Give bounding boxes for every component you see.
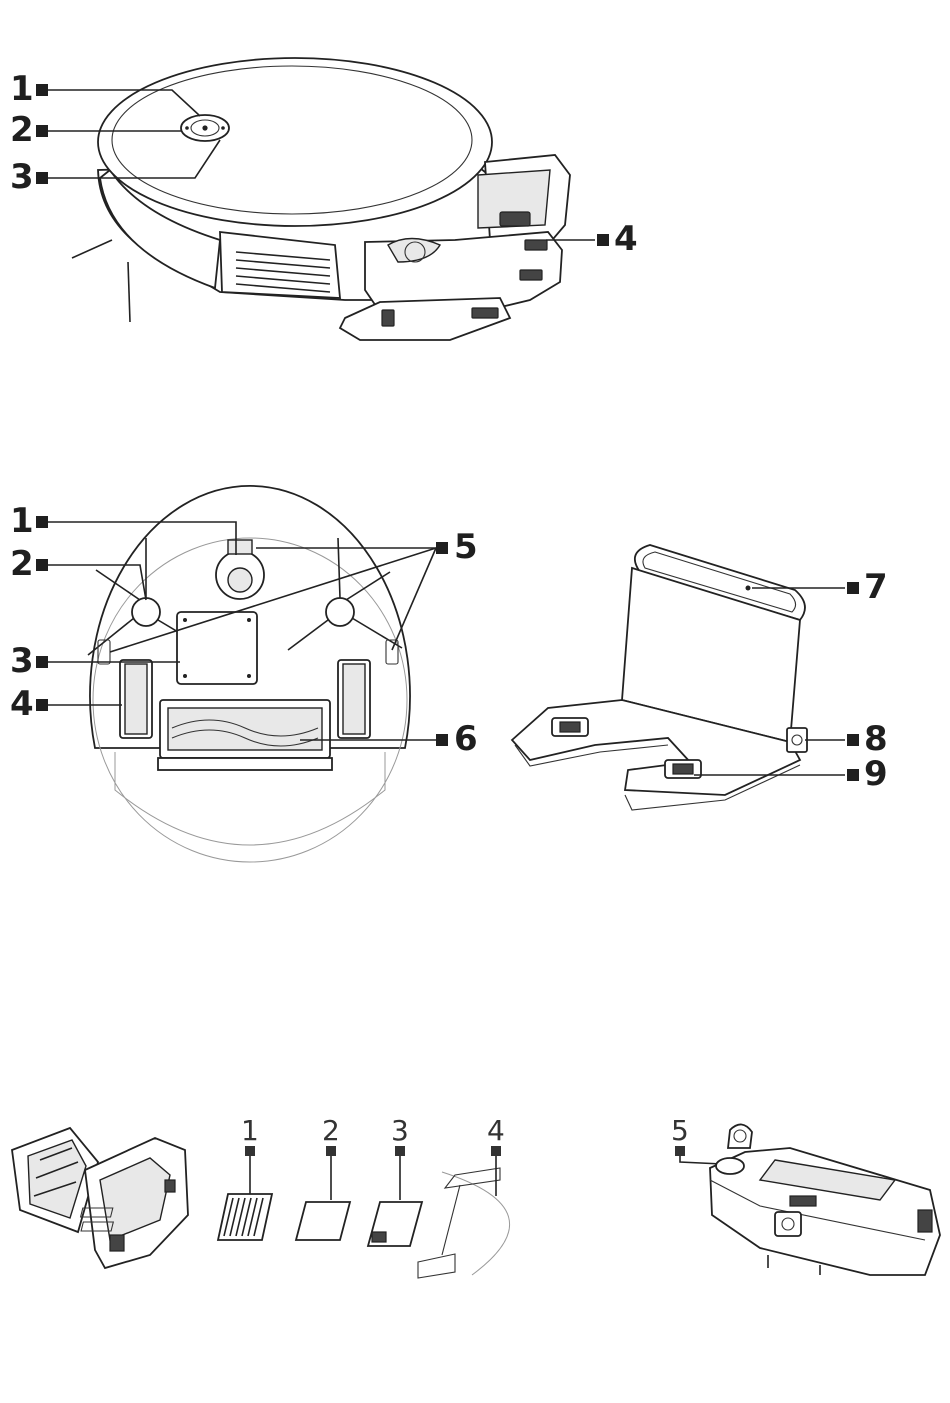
callout-1: 1 [241, 1114, 259, 1156]
callout-6: 6 [436, 719, 478, 759]
callout-3: 3 [391, 1114, 409, 1156]
callout-number: 5 [454, 527, 478, 567]
callout-number: 4 [614, 219, 638, 259]
callout-number: 9 [864, 754, 888, 794]
callout-number: 3 [391, 1114, 409, 1147]
callout-marker [36, 172, 48, 184]
callout-2: 2 [10, 544, 48, 584]
drive-wheel-right [338, 660, 370, 738]
dustbin-water-tank [710, 1124, 940, 1275]
callout-number: 4 [487, 1114, 505, 1147]
callout-7: 7 [847, 567, 888, 607]
callout-number: 1 [241, 1114, 259, 1147]
callout-marker [326, 1146, 336, 1156]
callout-marker [675, 1146, 685, 1156]
callout-number: 5 [671, 1114, 689, 1147]
callout-4: 4 [597, 219, 638, 259]
callout-4: 4 [10, 684, 48, 724]
charging-dock: 7 8 9 [512, 545, 888, 810]
callout-number: 1 [10, 501, 34, 541]
callout-marker [245, 1146, 255, 1156]
callout-marker [436, 734, 448, 746]
robot-top-view: 1 2 3 4 [10, 58, 638, 340]
callout-8: 8 [847, 719, 888, 759]
callout-number: 3 [10, 157, 34, 197]
callout-marker [36, 656, 48, 668]
callout-marker [847, 734, 859, 746]
open-dustbin [12, 1128, 188, 1268]
callout-9: 9 [847, 754, 888, 794]
dustbin-parts: 1 2 3 4 5 [12, 1114, 940, 1278]
callout-number: 1 [10, 69, 34, 109]
callout-marker [395, 1146, 405, 1156]
callout-number: 3 [10, 641, 34, 681]
callout-5: 5 [671, 1114, 689, 1156]
drive-wheel-left [120, 660, 152, 738]
callout-marker [36, 559, 48, 571]
callout-marker [36, 84, 48, 96]
callout-number: 8 [864, 719, 888, 759]
filter-part [218, 1194, 272, 1240]
callout-marker [36, 516, 48, 528]
callout-number: 6 [454, 719, 478, 759]
callout-marker [436, 542, 448, 554]
callout-2: 2 [10, 110, 48, 150]
callout-4: 4 [487, 1114, 505, 1156]
button-panel [181, 115, 229, 141]
callout-marker [491, 1146, 501, 1156]
callout-marker [847, 582, 859, 594]
callout-5: 5 [436, 527, 478, 567]
callout-1: 1 [10, 501, 48, 541]
callout-marker [597, 234, 609, 246]
callout-number: 7 [864, 567, 888, 607]
callout-3: 3 [10, 641, 48, 681]
sponge-part [296, 1202, 350, 1240]
figure4-leader-lines [250, 1152, 722, 1200]
robot-bottom-view: 1 2 3 4 5 6 [10, 486, 478, 862]
callout-number: 2 [10, 544, 34, 584]
callout-marker [847, 769, 859, 781]
callout-number: 2 [10, 110, 34, 150]
callout-marker [36, 125, 48, 137]
callout-number: 2 [322, 1114, 340, 1147]
callout-marker [36, 699, 48, 711]
callout-number: 4 [10, 684, 34, 724]
callout-2: 2 [322, 1114, 340, 1156]
main-brush [158, 700, 332, 770]
callout-1: 1 [10, 69, 48, 109]
callout-3: 3 [10, 157, 48, 197]
